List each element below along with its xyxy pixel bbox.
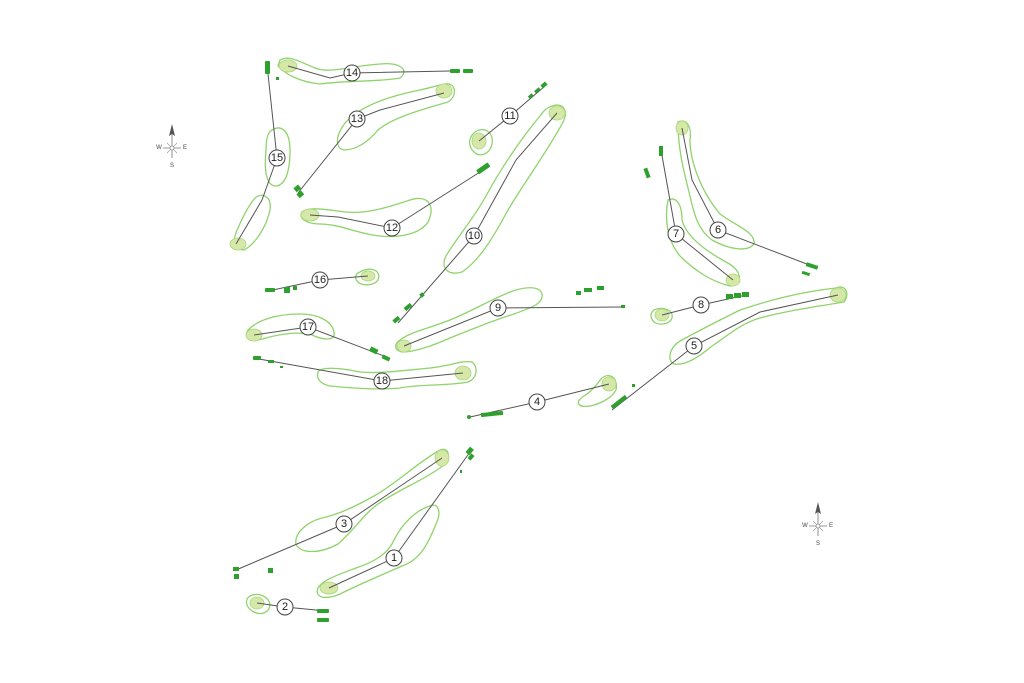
hole-number-label: 9 xyxy=(495,302,501,314)
hole-number-label: 1 xyxy=(391,552,397,564)
hole-15[interactable]: 15 xyxy=(229,61,291,251)
compass-rose-icon: W E S xyxy=(156,124,187,169)
hole-4[interactable]: 4 xyxy=(467,375,617,419)
hole-18[interactable]: 18 xyxy=(253,356,477,390)
hole-3[interactable]: 3 xyxy=(233,448,450,579)
hole-number-label: 16 xyxy=(314,274,326,286)
hole-number-label: 2 xyxy=(282,601,288,613)
hole-number-label: 11 xyxy=(504,110,515,122)
hole-8[interactable]: 8 xyxy=(650,292,749,325)
hole-number-label: 17 xyxy=(302,321,314,333)
compass-east-label: E xyxy=(183,145,187,151)
hole-11[interactable]: 11 xyxy=(468,81,548,156)
hole-10[interactable]: 10 xyxy=(392,104,566,324)
hole-14[interactable]: 14 xyxy=(277,57,473,85)
compass-south-label: S xyxy=(170,163,174,169)
hole-number-label: 15 xyxy=(271,152,283,164)
compass-west-label: W xyxy=(156,145,162,151)
hole-number-label: 3 xyxy=(341,518,347,530)
hole-12[interactable]: 12 xyxy=(300,162,491,238)
hole-1[interactable]: 1 xyxy=(316,446,475,599)
hole-9[interactable]: 9 xyxy=(395,286,625,353)
hole-number-label: 18 xyxy=(376,375,388,387)
hole-number-label: 14 xyxy=(346,67,358,79)
hole-number-label: 5 xyxy=(691,340,697,352)
compass-west-label: W xyxy=(802,523,808,529)
compass-east-label: E xyxy=(829,523,833,529)
hole-6[interactable]: 6 xyxy=(675,120,819,277)
hole-number-label: 13 xyxy=(351,113,363,125)
hole-number-label: 8 xyxy=(698,299,704,311)
hole-13[interactable]: 13 xyxy=(293,83,456,199)
hole-number-label: 12 xyxy=(386,222,398,234)
hole-number-label: 10 xyxy=(468,230,480,242)
hole-16[interactable]: 16 xyxy=(265,268,380,293)
compass-rose-icon: W E S xyxy=(802,502,833,547)
hole-5[interactable]: 5 xyxy=(610,286,848,411)
compass-south-label: S xyxy=(816,541,820,547)
hole-17[interactable]: 17 xyxy=(245,313,391,362)
hole-number-label: 4 xyxy=(534,396,540,408)
hole-7[interactable]: 7 xyxy=(643,146,741,287)
hole-number-label: 7 xyxy=(673,228,679,240)
hole-2[interactable]: 2 xyxy=(245,593,329,622)
hole-number-label: 6 xyxy=(715,224,721,236)
